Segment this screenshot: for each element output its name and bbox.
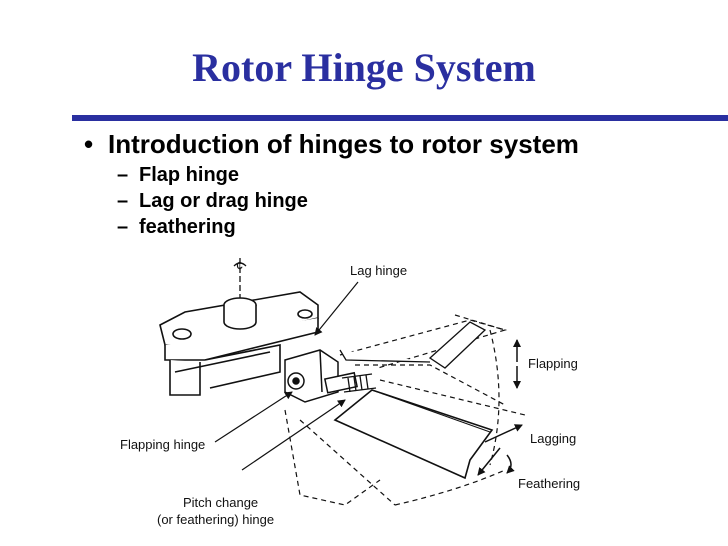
rotor-hub [159, 291, 319, 396]
sub-item-feathering: –feathering [117, 215, 236, 239]
label-feathering: Feathering [518, 476, 580, 491]
dash-glyph: – [117, 216, 129, 238]
motion-arrows [477, 339, 523, 476]
upper-blade-outline [339, 321, 487, 369]
label-pitch-change-line1: Pitch change [183, 495, 258, 510]
rotor-axis [233, 258, 247, 300]
dash-glyph: – [117, 190, 129, 212]
sub-item-flap-hinge: –Flap hinge [117, 163, 239, 187]
rotor-blade [333, 389, 494, 480]
bullet-glyph: • [84, 129, 94, 159]
label-flapping-hinge: Flapping hinge [120, 437, 205, 452]
slide-title: Rotor Hinge System [192, 45, 536, 90]
axis-symbol: ¢ [236, 258, 243, 273]
label-lag-hinge: Lag hinge [350, 263, 407, 278]
label-flapping: Flapping [528, 356, 578, 371]
label-pitch-change-line2: (or feathering) hinge [157, 512, 274, 527]
leader-lines [214, 281, 359, 471]
sub-item-lag-hinge: –Lag or drag hinge [117, 189, 308, 213]
sub-item-text: Lag or drag hinge [139, 190, 308, 212]
sub-item-text: feathering [139, 216, 236, 238]
main-bullet: • Introduction of hinges to rotor system [84, 129, 579, 159]
main-bullet-text: Introduction of hinges to rotor system [108, 129, 579, 159]
sub-item-text: Flap hinge [139, 164, 239, 186]
title-underline [72, 115, 728, 121]
dash-glyph: – [117, 164, 129, 186]
label-lagging: Lagging [530, 431, 576, 446]
feathering-shaft [341, 373, 377, 393]
